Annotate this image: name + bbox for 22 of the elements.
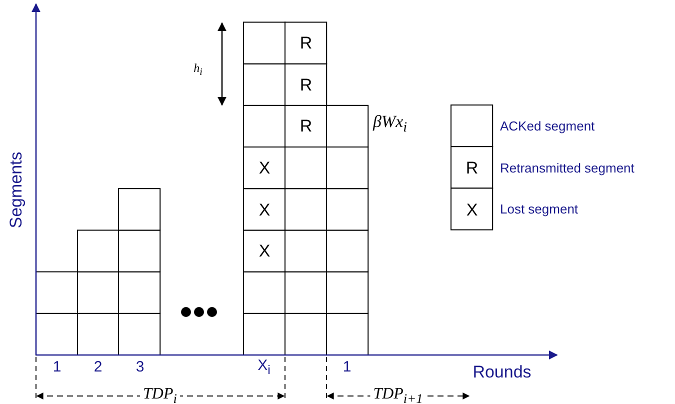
cell-mark: R [300,118,312,134]
tick-label: 1 [342,360,352,374]
cell-mark: X [466,202,478,218]
cell-mark: R [466,160,478,176]
tick-label: 3 [136,360,144,374]
cell-mark: R [300,34,312,52]
tick-label: 2 [94,360,102,374]
tick-label: X$_{i}$ [258,358,270,376]
legend-label: Retransmitted segment [500,161,634,174]
tick-label: 1 [52,360,62,374]
dimension-label: TDP$_{i+1}$ [370,386,426,404]
cell-mark: X [258,202,270,218]
dimension-label: TDP$_{i}$ [140,386,180,404]
axis-title: Segments [8,152,24,228]
cell-mark: X [258,242,270,260]
legend-label: ACKed segment [500,120,595,132]
legend-label: Lost segment [500,202,578,216]
axis-title: Rounds [472,364,532,380]
dimension-label: h$_{i}$ [194,62,202,78]
cell-mark: X [258,160,270,176]
annotation: βWx$_{i}$ [372,113,408,135]
cell-mark: R [300,76,312,94]
